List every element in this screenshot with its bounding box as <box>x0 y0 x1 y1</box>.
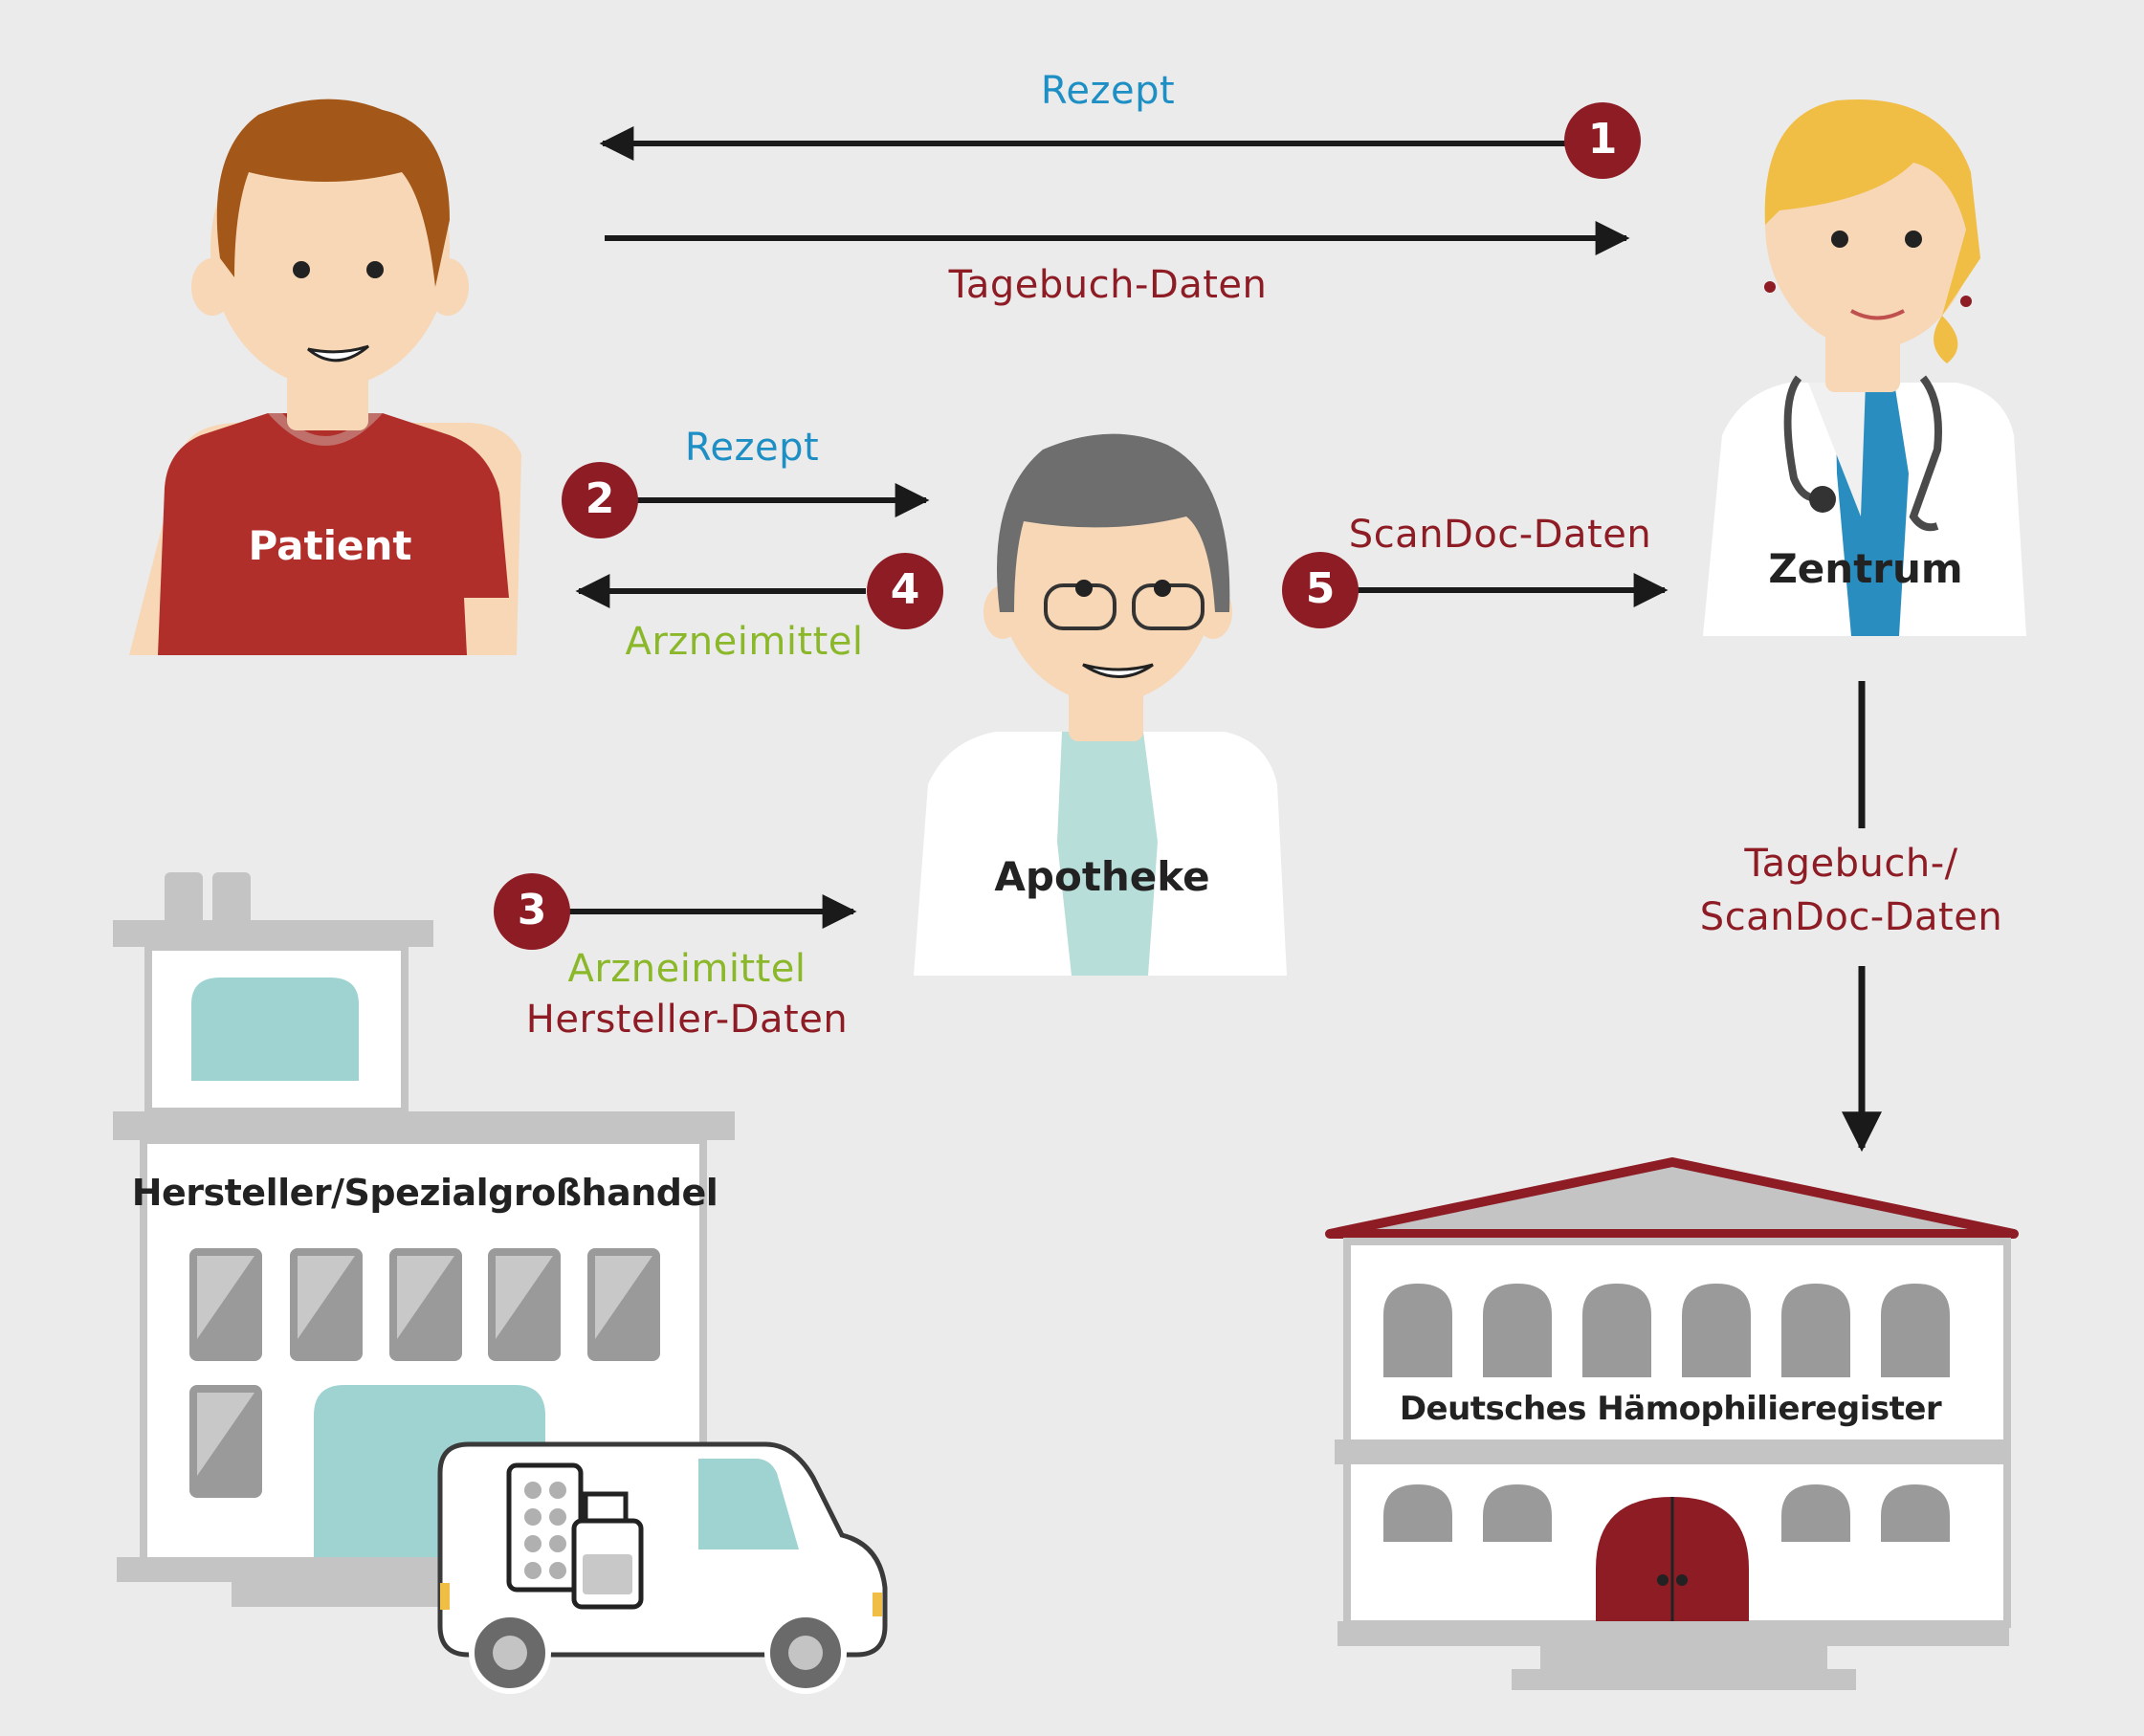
step-badge-1 <box>1564 102 1641 179</box>
step-number-5: 5 <box>1305 564 1336 613</box>
factory-icon <box>113 872 735 1607</box>
doctor-icon <box>1703 99 2026 636</box>
building-label-hersteller: Hersteller/Spezialgroßhandel <box>131 1172 718 1214</box>
step-badge-2 <box>562 462 638 538</box>
label-arzneimittel-4: Arzneimittel <box>625 620 864 664</box>
register-building-icon <box>1325 1157 2019 1690</box>
label-hersteller-daten: Hersteller-Daten <box>525 998 849 1042</box>
building-label-register: Deutsches Hämophilieregister <box>1399 1390 1942 1428</box>
label-scandoc-daten: ScanDoc-Daten <box>1348 513 1652 557</box>
label-register-line2: ScanDoc-Daten <box>1699 895 2003 939</box>
label-register-line1: Tagebuch-/ <box>1744 842 1958 886</box>
step-badge-4 <box>867 553 943 629</box>
label-tagebuch-daten: Tagebuch-Daten <box>948 263 1268 307</box>
step-number-4: 4 <box>890 565 920 614</box>
label-arzneimittel-3: Arzneimittel <box>567 947 807 991</box>
step-badge-5 <box>1282 552 1359 628</box>
step-badge-3 <box>494 873 570 950</box>
step-number-1: 1 <box>1587 115 1618 164</box>
actor-label-zentrum: Zentrum <box>1768 545 1963 592</box>
label-rezept-2: Rezept <box>684 426 820 470</box>
step-number-3: 3 <box>517 886 547 934</box>
actor-label-apotheke: Apotheke <box>994 853 1210 900</box>
van-icon <box>437 1441 888 1694</box>
patient-icon <box>129 99 521 655</box>
label-rezept-1: Rezept <box>1040 69 1176 113</box>
pharmacist-icon <box>914 433 1287 976</box>
actor-label-patient: Patient <box>248 522 412 569</box>
step-number-2: 2 <box>585 474 615 523</box>
